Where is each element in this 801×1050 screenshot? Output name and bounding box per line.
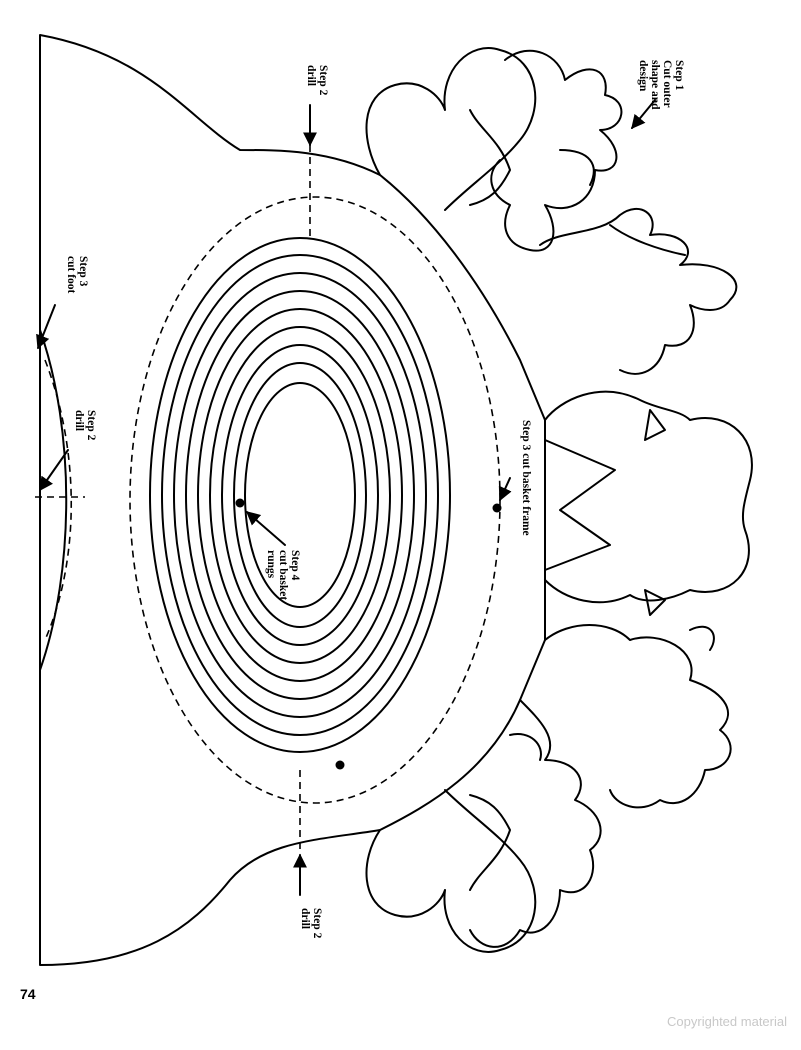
foot-cut-line	[39, 329, 68, 671]
label-step2-top: Step 2 drill	[305, 65, 329, 96]
svg-text:Step 3: Step 3	[77, 256, 89, 287]
foot-dashed-line	[44, 359, 73, 641]
rung-drill-point	[235, 498, 245, 508]
svg-text:Step 2: Step 2	[85, 410, 97, 441]
label-step2-bottom: Step 2 drill	[299, 908, 323, 939]
svg-text:Step 2: Step 2	[311, 908, 323, 939]
arrow-step3-foot	[36, 304, 56, 350]
label-step3-frame: Step 3 cut basket frame	[520, 420, 532, 536]
svg-text:design: design	[637, 60, 649, 92]
arrow-step1	[631, 99, 656, 130]
label-step2-left: Step 2 drill	[73, 410, 97, 441]
svg-text:Step 2: Step 2	[317, 65, 329, 96]
arrow-step3-frame	[498, 477, 512, 502]
svg-text:drill: drill	[73, 410, 85, 431]
label-step3-foot: Step 3 cut foot	[65, 256, 89, 294]
svg-text:cut basket: cut basket	[277, 550, 289, 600]
svg-text:shape and: shape and	[649, 60, 661, 110]
arrow-step4	[245, 511, 286, 546]
svg-text:Step 4: Step 4	[289, 550, 301, 581]
svg-text:Step 1: Step 1	[673, 60, 685, 91]
label-step1: Step 1 Cut outer shape and design	[637, 60, 685, 110]
svg-text:drill: drill	[305, 65, 317, 86]
svg-text:Cut outer: Cut outer	[661, 60, 673, 108]
page-number: 74	[20, 986, 36, 1002]
copyright-notice: Copyrighted material	[667, 1014, 787, 1029]
frame-drill-point	[492, 503, 502, 513]
handle-design	[365, 47, 753, 953]
basket-rungs	[149, 237, 451, 753]
svg-text:rungs: rungs	[265, 550, 277, 579]
label-step4: Step 4 cut basket rungs	[265, 550, 301, 600]
arrow-step2-left	[39, 449, 69, 492]
svg-text:Step 3 cut basket frame: Step 3 cut basket frame	[520, 420, 532, 536]
svg-text:drill: drill	[299, 908, 311, 929]
rung-end-point	[335, 760, 345, 770]
basket-outer-outline	[39, 34, 546, 966]
svg-text:cut foot: cut foot	[65, 256, 77, 294]
